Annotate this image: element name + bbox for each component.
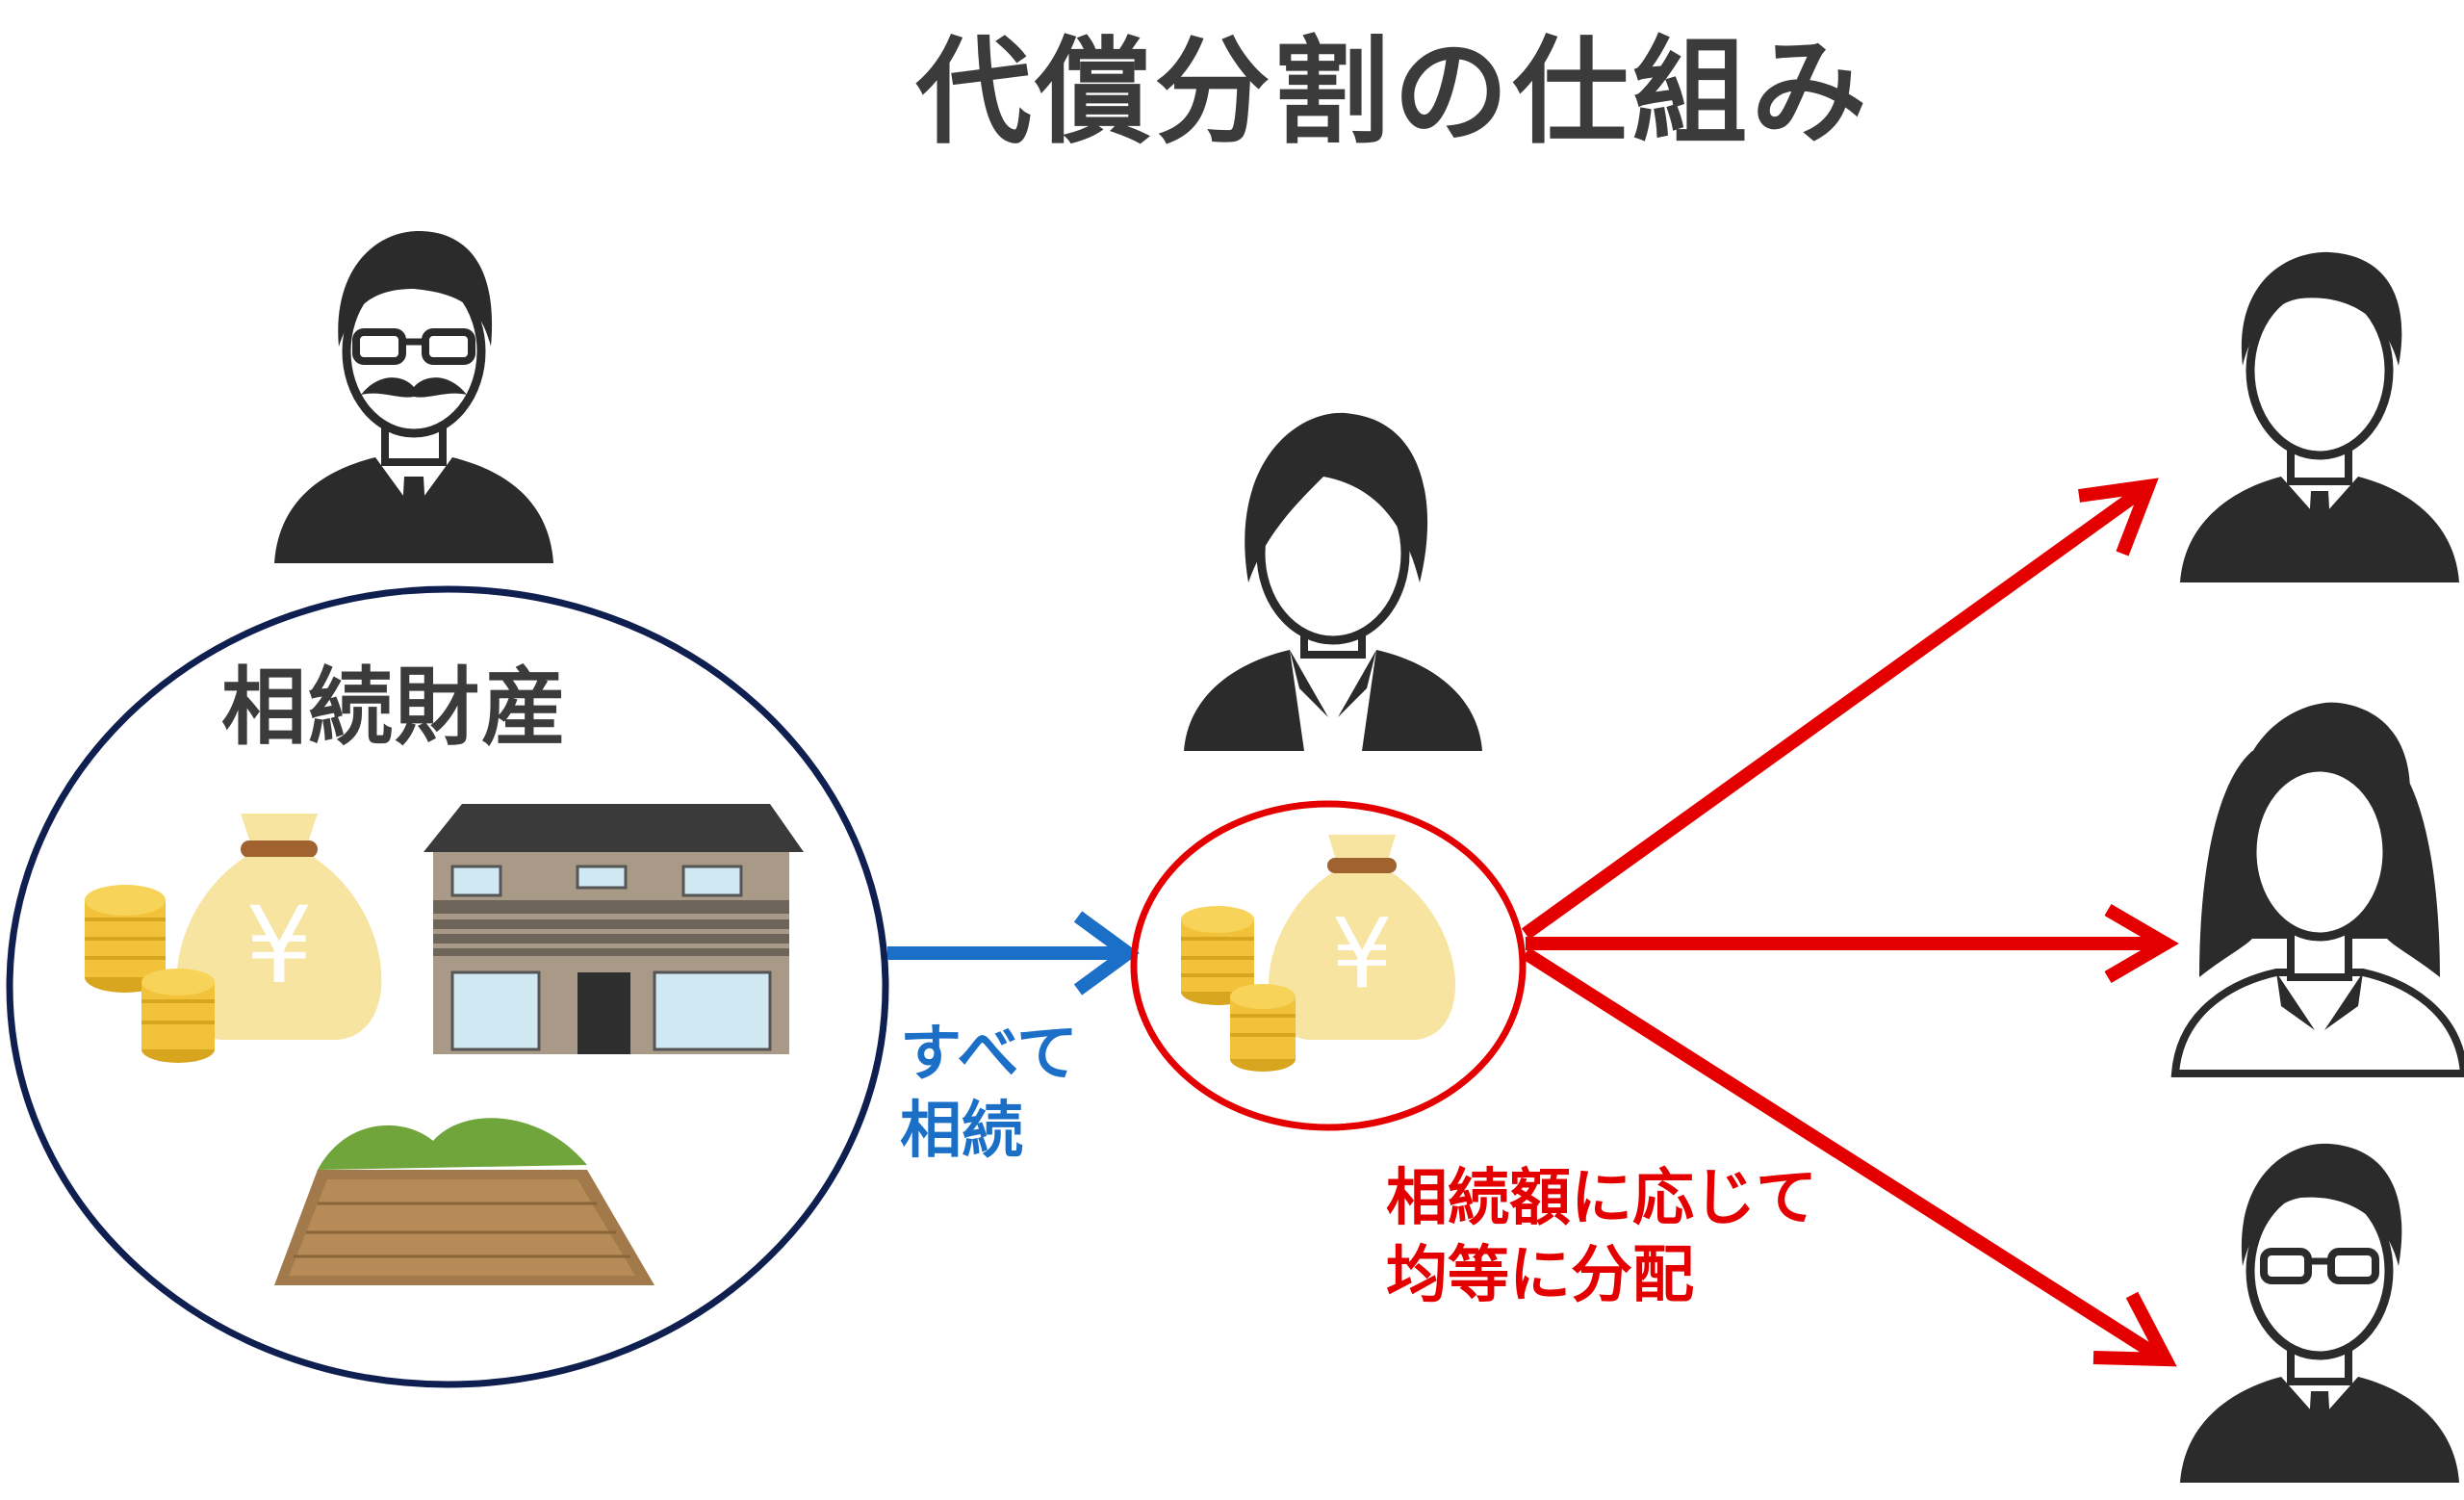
distribution-label-line-1: 相続額に応じて — [1386, 1163, 1817, 1234]
yen-symbol: ¥ — [1331, 897, 1393, 1010]
money-bag-icon: ¥ — [176, 814, 382, 1040]
compensation-fund-circle — [1130, 800, 1527, 1131]
heir-person-icon — [2170, 702, 2464, 1077]
transfer-arrow — [887, 911, 1140, 996]
transfer-label-line-2: 相続 — [900, 1096, 1023, 1167]
distribution-arrow-top — [1521, 478, 2159, 940]
heir-main-person-icon — [1184, 412, 1482, 751]
transfer-label-line-1: すべて — [900, 1019, 1078, 1090]
distribution-label-line-2: 均等に分配 — [1386, 1240, 1694, 1311]
house-icon — [424, 804, 804, 1054]
money-bag-icon: ¥ — [1268, 835, 1456, 1040]
heir-person-icon — [2180, 1143, 2459, 1483]
distribution-arrow-bottom — [1522, 947, 2177, 1367]
coins-stack-icon — [1181, 906, 1296, 1072]
heir-person-icon — [2180, 251, 2459, 582]
estate-label: 相続財産 — [220, 658, 568, 757]
yen-symbol: ¥ — [245, 884, 313, 1007]
page-title: 代償分割の仕組み — [915, 26, 1871, 160]
distribution-arrow-middle — [1526, 903, 2179, 984]
farmland-icon — [274, 1118, 654, 1285]
distribution-label: 相続額に応じて 均等に分配 — [1386, 1160, 1886, 1314]
estate-circle — [6, 585, 889, 1388]
coins-stack-icon — [85, 885, 215, 1063]
deceased-person-icon — [274, 231, 553, 563]
transfer-label: すべて 相続 — [900, 1016, 1121, 1170]
